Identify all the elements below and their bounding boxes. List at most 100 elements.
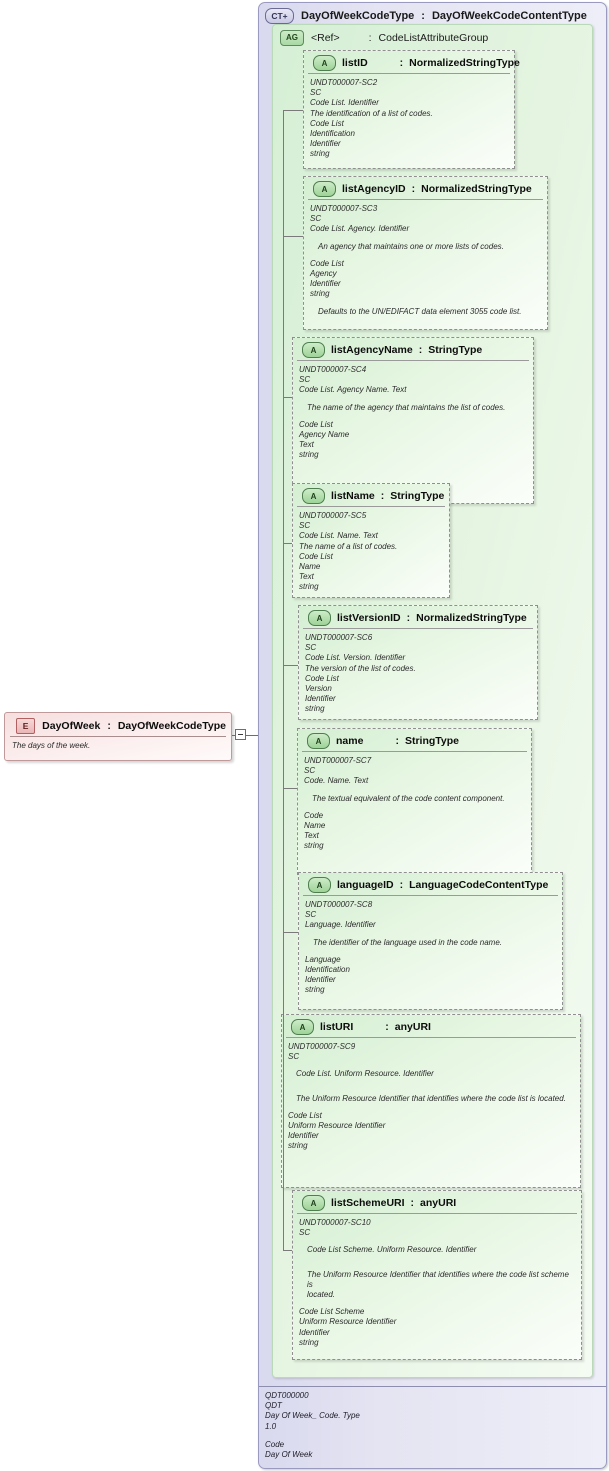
doc-spacer [310,252,541,259]
attribute-name: listName [331,490,375,502]
doc-line: Identification [310,129,355,139]
doc-line: SC [310,88,322,98]
attribute-type: StringType [428,344,483,356]
doc-line: SC [305,643,317,653]
doc-spacer [288,1062,574,1069]
attribute-name: listID [342,57,368,69]
attribute-connector [283,1250,292,1251]
doc-line: The textual equivalent of the code conte… [312,793,505,803]
doc-line: Identifier [299,1327,330,1337]
attribute-group-name: CodeListAttributeGroup [378,31,489,44]
attribute-type: anyURI [394,1021,431,1033]
doc-line: Code List. Agency. Identifier [310,224,410,234]
attribute-separator: : [380,490,385,502]
doc-line: Identification [305,965,350,975]
attribute-type: StringType [390,490,445,502]
complex-type-separator: : [421,9,425,22]
attribute-separator: : [406,612,411,624]
attribute-group-header[interactable]: AG <Ref> : CodeListAttributeGroup [280,29,488,46]
doc-line: SC [299,521,311,531]
doc-line: Language. Identifier [305,920,376,930]
attribute-connector [283,665,298,666]
doc-line: The Uniform Resource Identifier that ide… [296,1093,566,1103]
element-name: DayOfWeek [42,719,101,732]
doc-line: The version of the list of codes. [305,663,416,673]
attribute-icon: A [307,733,330,749]
attribute-separator: : [410,1197,415,1209]
footer-line: QDT [265,1401,282,1411]
complex-type-icon[interactable]: CT+ [265,7,294,24]
doc-line: Version [305,684,332,694]
doc-line: Code List Scheme [299,1307,365,1317]
attribute-icon: A [291,1019,314,1035]
doc-line: UNDT000007-SC3 [310,204,378,213]
doc-line: Identifier [310,139,341,149]
doc-line: string [310,149,330,159]
element-icon: E [16,717,36,734]
attribute-separator: : [399,57,404,69]
doc-line: string [299,450,319,460]
attribute-type: LanguageCodeContentType [409,879,549,891]
attribute-group-separator: : [368,31,372,44]
doc-line: string [299,1337,319,1347]
doc-line: Uniform Resource Identifier [299,1317,397,1327]
doc-line: string [288,1141,308,1151]
footer-line: Day Of Week [265,1450,313,1460]
doc-line: Identifier [310,279,341,289]
attribute-connector [283,932,298,933]
doc-line: string [304,841,324,851]
doc-line: The Uniform Resource Identifier that ide… [307,1269,572,1289]
doc-line: located. [307,1290,336,1300]
doc-line: UNDT000007-SC8 [305,900,373,909]
complex-type-header[interactable]: CT+ DayOfWeekCodeType : DayOfWeekCodeCon… [265,6,587,25]
element-box-dayofweek[interactable]: E DayOfWeek : DayOfWeekCodeType The days… [4,712,232,761]
doc-line: Agency Name [299,430,350,440]
doc-line: Code List [299,419,333,429]
doc-line: Code List [288,1110,322,1120]
complex-type-content-type: DayOfWeekCodeContentType [431,9,587,22]
doc-line: Name [304,821,326,831]
doc-line: Text [299,440,314,450]
doc-spacer [288,1087,574,1094]
attribute-group-rail [283,110,284,1250]
footer-line: 1.0 [265,1421,277,1431]
attribute-type: NormalizedStringType [409,57,520,69]
element-separator: : [107,719,111,732]
doc-line: Code List [310,258,344,268]
attribute-connector [283,543,292,544]
doc-line: Defaults to the UN/EDIFACT data element … [318,306,522,316]
complex-type-name: DayOfWeekCodeType [301,9,415,22]
doc-line: SC [299,375,311,385]
attribute-name: listAgencyID [342,183,406,195]
doc-line: The identifier of the language used in t… [313,937,503,947]
element-documentation: The days of the week. [12,741,91,750]
doc-line: Identifier [288,1131,319,1141]
attribute-separator: : [411,183,416,195]
expand-collapse-toggle[interactable] [235,729,246,740]
doc-line: Name [299,562,321,572]
attribute-connector [283,110,303,111]
doc-line: The identification of a list of codes. [310,108,433,118]
doc-spacer [304,804,525,811]
doc-line: Language [305,954,341,964]
doc-line: UNDT000007-SC4 [299,365,367,374]
doc-line: The name of the agency that maintains th… [307,402,506,412]
footer-line: Day Of Week_ Code. Type [265,1411,360,1421]
doc-line: string [305,704,325,714]
doc-line: Code List [299,551,333,561]
